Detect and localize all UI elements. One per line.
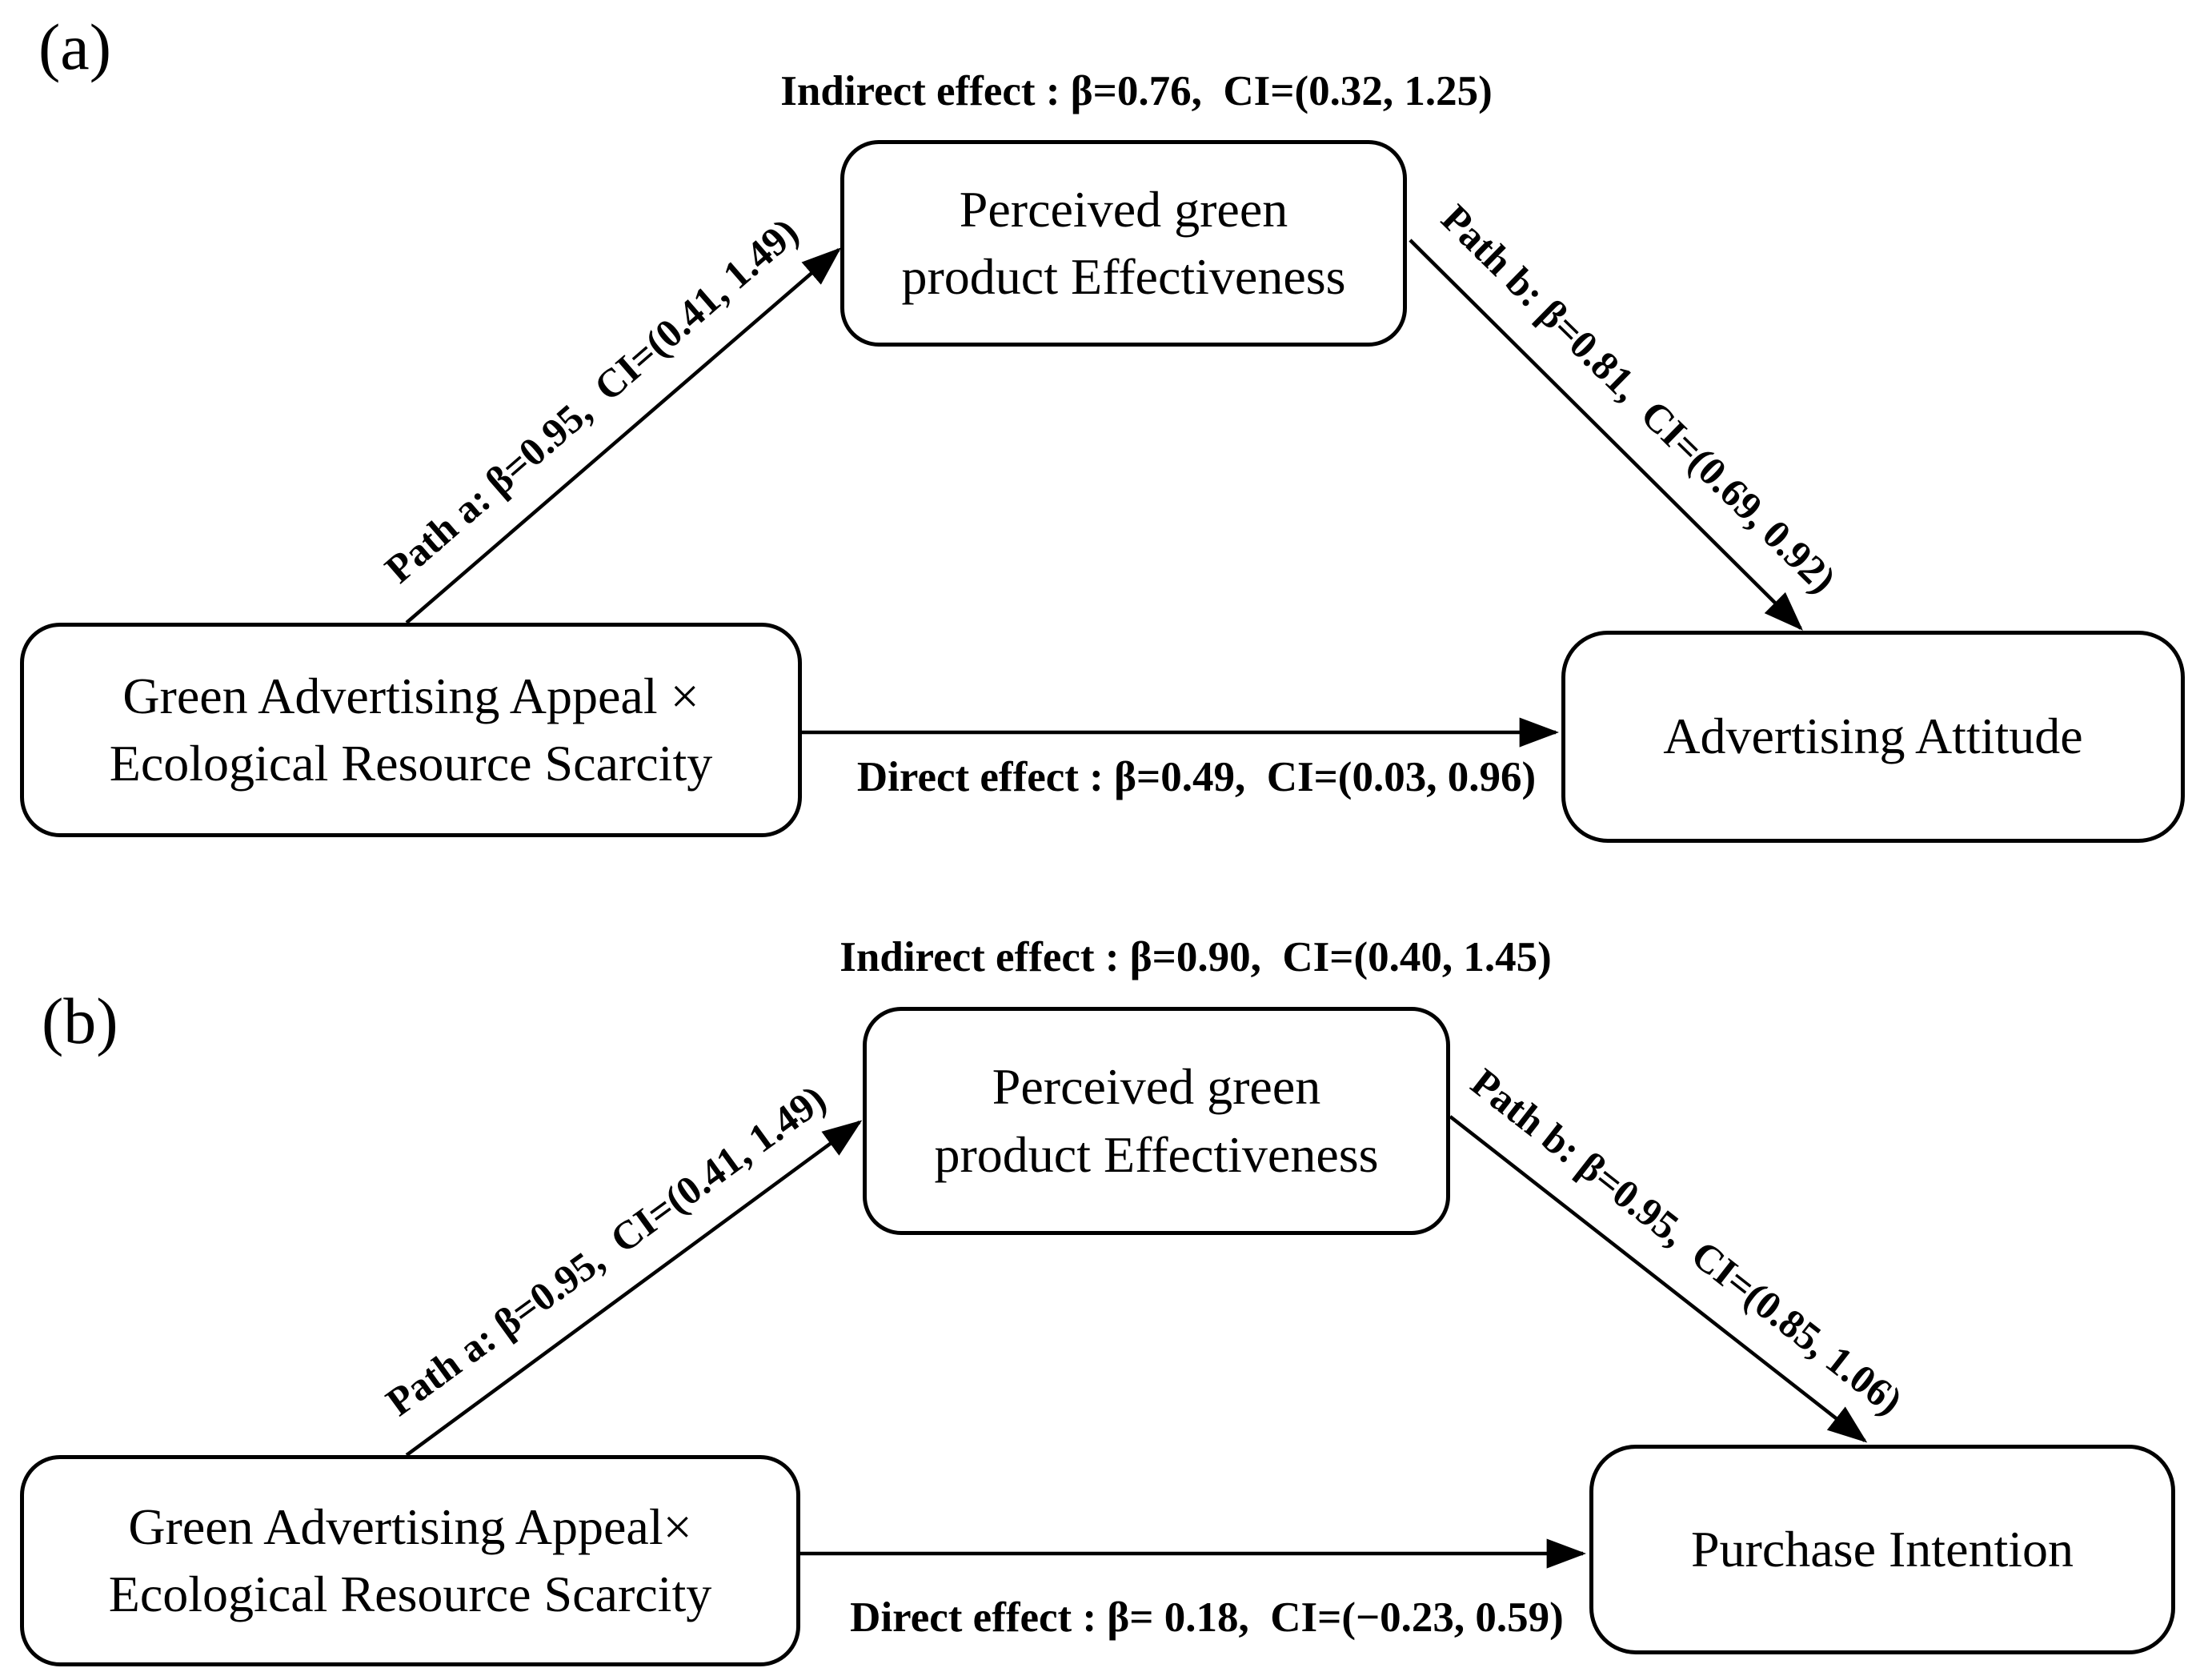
- panel-a-mediator-text: Perceived green product Effectiveness: [901, 180, 1346, 305]
- panel-a-direct-effect-label: Direct effect : β=0.49, CI=(0.03, 0.96): [856, 754, 1537, 800]
- panel-b-indirect-effect-label: Indirect effect : β=0.90, CI=(0.40, 1.45…: [840, 934, 1552, 980]
- panel-b-outcome-box: Purchase Intention: [1589, 1445, 2175, 1654]
- panel-a-outcome-box: Advertising Attitude: [1561, 631, 2185, 843]
- panel-a-indirect-effect-label: Indirect effect : β=0.76, CI=(0.32, 1.25…: [780, 68, 1493, 114]
- panel-b-mediator-box: Perceived green product Effectiveness: [863, 1007, 1450, 1235]
- panel-b-path-b-arrow: [1449, 1115, 1868, 1443]
- panel-a-path-a-arrow: [405, 247, 842, 624]
- panel-b-direct-effect-label: Direct effect : β= 0.18, CI=(−0.23, 0.59…: [850, 1594, 1564, 1641]
- panel-a-path-b-arrow: [1409, 239, 1803, 631]
- panel-a-mediator-box: Perceived green product Effectiveness: [840, 140, 1407, 347]
- panel-b-predictor-box: Green Advertising Appeal× Ecological Res…: [20, 1455, 800, 1666]
- panel-a-outcome-text: Advertising Attitude: [1663, 708, 2083, 765]
- panel-b-mediator-text: Perceived green product Effectiveness: [934, 1058, 1379, 1183]
- panel-b-path-a-arrow: [405, 1120, 863, 1457]
- panel-a-predictor-box: Green Advertising Appeal × Ecological Re…: [20, 623, 802, 837]
- panel-b-label: (b): [42, 984, 118, 1057]
- panel-b-predictor-text: Green Advertising Appeal× Ecological Res…: [108, 1498, 712, 1622]
- panel-a-label: (a): [38, 10, 112, 83]
- panel-b-outcome-text: Purchase Intention: [1690, 1520, 2074, 1578]
- panel-a-predictor-text: Green Advertising Appeal × Ecological Re…: [109, 667, 713, 792]
